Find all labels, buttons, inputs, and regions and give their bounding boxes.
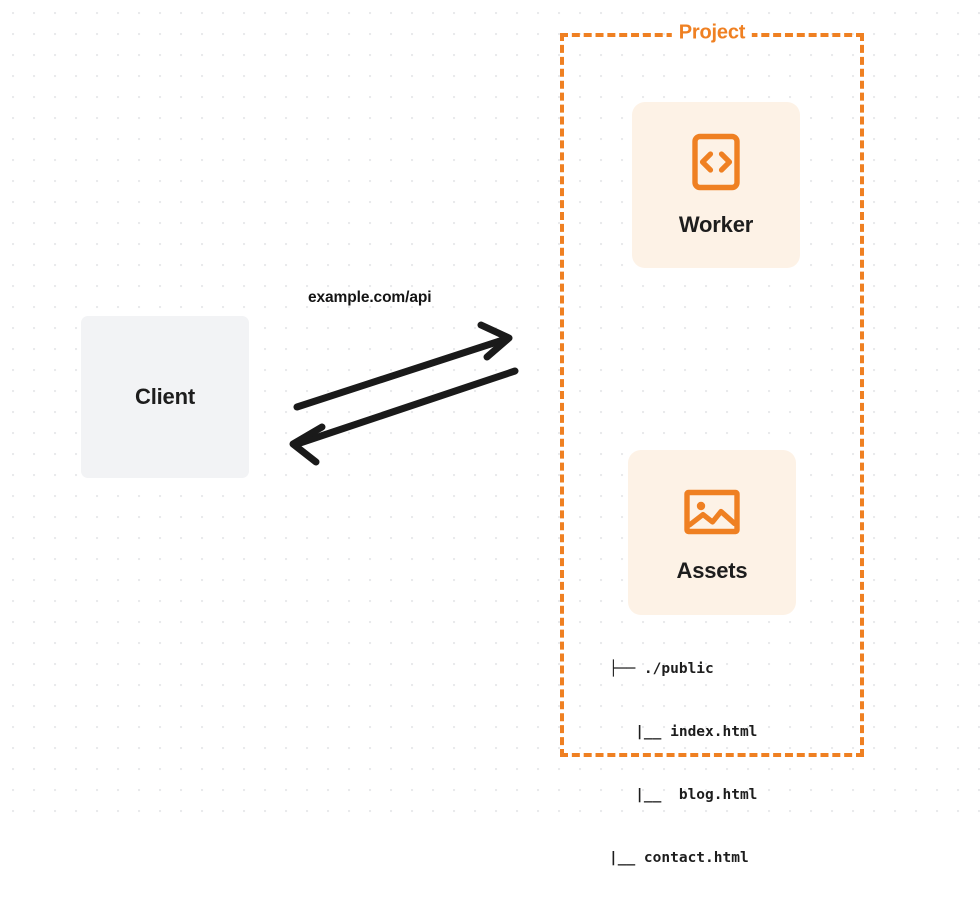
- worker-card[interactable]: Worker: [632, 102, 800, 268]
- file-tree-row: |__ index.html: [609, 722, 757, 743]
- file-tree-prefix: |__: [609, 724, 671, 740]
- file-tree-row: |__ contact.html: [609, 848, 757, 869]
- file-tree-name: index.html: [670, 724, 758, 740]
- file-tree-row: |__ blog.html: [609, 785, 757, 806]
- file-tree-prefix: ├──: [609, 661, 644, 677]
- diagram-canvas: Client example.com/api Project Worker As…: [0, 0, 980, 866]
- client-label: Client: [135, 384, 195, 409]
- image-icon: [684, 489, 740, 534]
- project-label: Project: [671, 21, 753, 45]
- request-arrow: [293, 321, 513, 411]
- assets-file-tree: ├── ./public |__ index.html |__ blog.htm…: [609, 617, 757, 911]
- assets-card[interactable]: Assets: [628, 450, 796, 615]
- file-tree-name: blog.html: [670, 787, 758, 803]
- file-tree-row: ├── ./public: [609, 659, 757, 680]
- client-node[interactable]: Client: [81, 316, 249, 478]
- code-brackets-icon: [692, 133, 740, 191]
- project-container: Project: [560, 21, 864, 757]
- response-arrow: [289, 367, 519, 466]
- file-tree-name: contact.html: [643, 850, 749, 866]
- file-tree-prefix: |__: [609, 787, 671, 803]
- connector-label: example.com/api: [308, 289, 432, 306]
- file-tree-prefix: |__: [609, 850, 644, 866]
- assets-label: Assets: [676, 557, 748, 583]
- file-tree-name: ./public: [643, 661, 714, 677]
- worker-label: Worker: [678, 212, 754, 237]
